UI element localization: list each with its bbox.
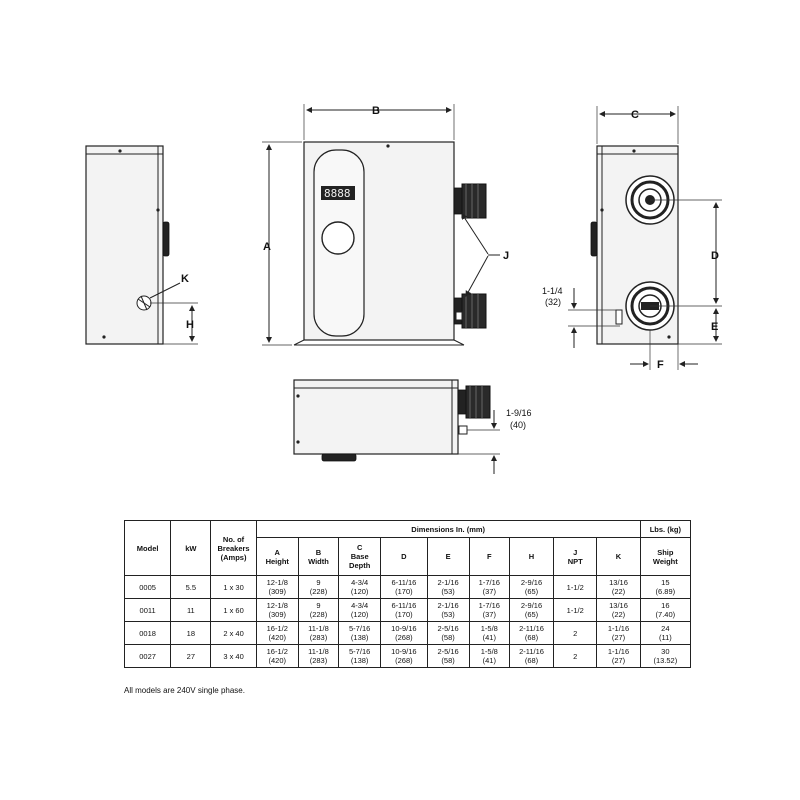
cell-breakers: 3 x 40: [210, 644, 257, 668]
cell-f: 1-5/8(41): [468, 621, 510, 645]
cell-a: 16-1/2(420): [255, 644, 299, 668]
cell-breakers: 1 x 60: [210, 598, 257, 622]
cell-f: 1-7/16(37): [468, 575, 510, 599]
side-offset-dim: 1-1/4: [542, 286, 563, 296]
cell-a: 16-1/2(420): [255, 621, 299, 645]
side-offset-dim-mm: (32): [545, 297, 561, 307]
header-f: F: [468, 537, 510, 576]
cell-h: 2-11/16(68): [508, 644, 555, 668]
cell-a: 12-1/8(309): [255, 598, 299, 622]
cell-e: 2-5/16(58): [426, 621, 470, 645]
cell-c: 4-3/4(120): [338, 598, 382, 622]
cell-model: 0011: [123, 598, 172, 622]
cell-k: 1-1/16(27): [596, 644, 641, 668]
cell-d: 10-9/16(268): [380, 621, 428, 645]
cell-h: 2-11/16(68): [508, 621, 555, 645]
cell-c: 4-3/4(120): [338, 575, 382, 599]
label-a: A: [263, 241, 271, 253]
cell-c: 5-7/16(138): [338, 644, 382, 668]
label-k: K: [181, 273, 189, 285]
cell-breakers: 2 x 40: [210, 621, 257, 645]
bottom-view: [293, 379, 500, 474]
right-side-view: [568, 106, 722, 370]
label-f: F: [657, 359, 664, 371]
cell-e: 2-1/16(53): [426, 575, 470, 599]
cell-e: 2-1/16(53): [426, 598, 470, 622]
cell-j: 1-1/2: [553, 575, 598, 599]
cell-f: 1-5/8(41): [468, 644, 510, 668]
svg-text:8888: 8888: [324, 187, 351, 200]
cell-a: 12-1/8(309): [255, 575, 299, 599]
cell-kw: 5.5: [170, 575, 212, 599]
cell-j: 2: [553, 621, 598, 645]
cell-b: 9(228): [297, 575, 340, 599]
cell-kw: 27: [170, 644, 212, 668]
cell-model: 0018: [123, 621, 172, 645]
bottom-offset-dim: 1-9/16: [506, 408, 532, 418]
front-view: 8888: [262, 104, 500, 346]
cell-ship: 30(13.52): [639, 644, 692, 668]
cell-b: 9(228): [297, 598, 340, 622]
label-j: J: [503, 250, 509, 262]
cell-j: 2: [553, 644, 598, 668]
cell-ship: 24(11): [639, 621, 692, 645]
header-kw: kW: [170, 520, 212, 576]
cell-k: 13/16(22): [596, 598, 641, 622]
header-weight-group: Lbs. (kg): [639, 520, 692, 538]
label-e: E: [711, 321, 718, 333]
label-h: H: [186, 319, 194, 331]
cell-kw: 11: [170, 598, 212, 622]
cell-b: 11-1/8(283): [297, 644, 340, 668]
cell-model: 0027: [123, 644, 172, 668]
cell-j: 1-1/2: [553, 598, 598, 622]
cell-kw: 18: [170, 621, 212, 645]
cell-d: 6-11/16(170): [380, 598, 428, 622]
cell-c: 5-7/16(138): [338, 621, 382, 645]
left-side-view: [85, 145, 198, 345]
header-h: H: [508, 537, 555, 576]
cell-d: 10-9/16(268): [380, 644, 428, 668]
cell-k: 13/16(22): [596, 575, 641, 599]
header-dimensions-group: Dimensions In. (mm): [255, 520, 641, 538]
header-model: Model: [123, 520, 172, 576]
label-c: C: [631, 109, 639, 121]
cell-model: 0005: [123, 575, 172, 599]
cell-h: 2-9/16(65): [508, 575, 555, 599]
footnote: All models are 240V single phase.: [124, 686, 245, 695]
cell-f: 1-7/16(37): [468, 598, 510, 622]
label-d: D: [711, 250, 719, 262]
header-d: D: [380, 537, 428, 576]
cell-ship: 15(6.89): [639, 575, 692, 599]
cell-h: 2-9/16(65): [508, 598, 555, 622]
header-breakers: No. of Breakers (Amps): [210, 520, 257, 576]
specifications-table: Model kW No. of Breakers (Amps) Dimensio…: [123, 520, 692, 668]
cell-breakers: 1 x 30: [210, 575, 257, 599]
cell-e: 2-5/16(58): [426, 644, 470, 668]
cell-ship: 16(7.40): [639, 598, 692, 622]
header-e: E: [426, 537, 470, 576]
label-b: B: [372, 105, 380, 117]
cell-d: 6-11/16(170): [380, 575, 428, 599]
cell-b: 11-1/8(283): [297, 621, 340, 645]
bottom-offset-dim-mm: (40): [510, 420, 526, 430]
header-k: K: [596, 537, 641, 576]
technical-drawing: K H 8888 B A: [85, 104, 722, 474]
cell-k: 1-1/16(27): [596, 621, 641, 645]
